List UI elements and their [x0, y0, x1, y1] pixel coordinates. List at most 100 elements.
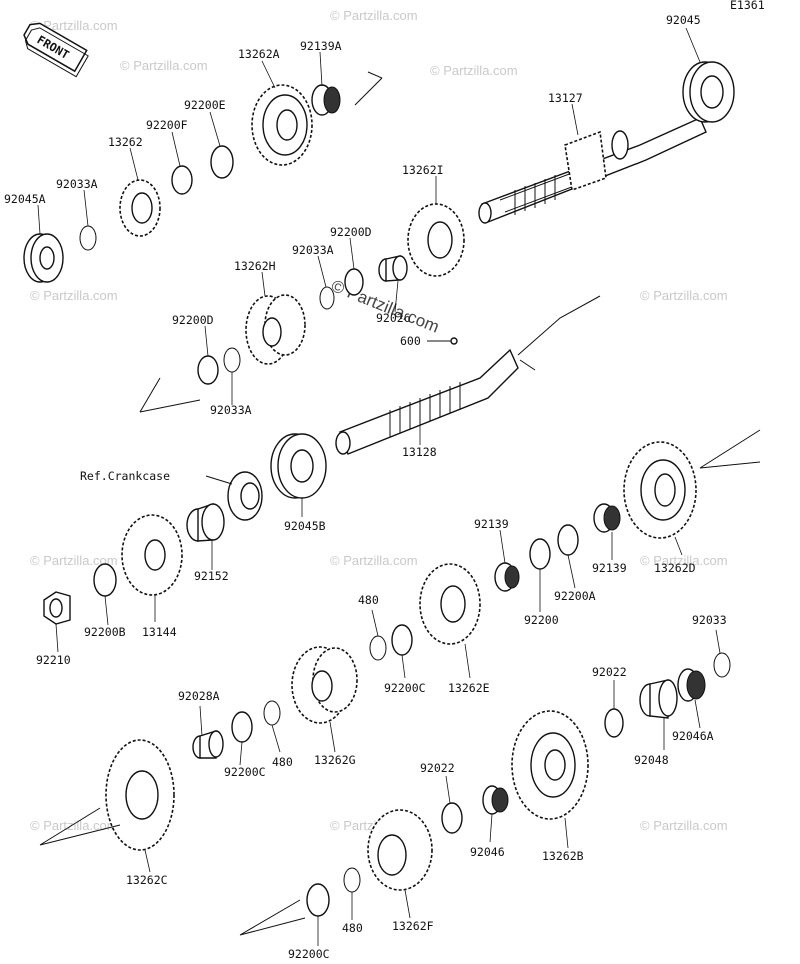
bushing-92028A [192, 730, 224, 759]
gear-13262C [39, 739, 175, 851]
label-600: 600 [400, 334, 421, 348]
label-92045B: 92045B [284, 519, 326, 533]
circlip-480 [343, 867, 361, 893]
gear-13262H [245, 294, 306, 365]
label-92200: 92200 [524, 613, 559, 627]
leader-line [239, 899, 306, 936]
label-ref-crankcase: Ref.Crankcase [80, 469, 170, 483]
label-92033A: 92033A [292, 243, 334, 257]
label-13127: 13127 [548, 91, 583, 105]
label-480: 480 [342, 921, 363, 935]
label-92022: 92022 [592, 665, 627, 679]
output-shaft-13127 [478, 117, 707, 224]
circlip-480 [369, 635, 387, 661]
sprocket-13144 [121, 514, 183, 596]
label-13262H: 13262H [234, 259, 276, 273]
label-480: 480 [272, 755, 293, 769]
leader-lines [37, 27, 721, 946]
watermark: © Partzilla.com [640, 288, 728, 303]
gear-13262G [291, 646, 358, 724]
label-92046: 92046 [470, 845, 505, 859]
label-92028A: 92028A [178, 689, 220, 703]
label-92200C: 92200C [288, 947, 330, 961]
bearing-92045 [682, 61, 735, 123]
label-13262E: 13262E [448, 681, 490, 695]
needle-bearing-92046A [677, 668, 706, 702]
needle-bearing-92046 [482, 785, 509, 815]
watermark: © Partzilla.com [30, 288, 118, 303]
label-92033: 92033 [692, 613, 727, 627]
label-13262: 13262 [108, 135, 143, 149]
watermark: © Partzilla.com [30, 818, 118, 833]
needle-bearing-92139A [311, 71, 383, 116]
label-92026: 92026 [376, 311, 411, 325]
label-92033A: 92033A [56, 177, 98, 191]
washer-92200D [197, 355, 219, 385]
label-92200C: 92200C [224, 765, 266, 779]
part-labels: 92045 13127 13262A 92139A 92200E 92200F … [4, 13, 727, 961]
washer-92200 [529, 538, 551, 570]
washer-92200C [231, 711, 253, 743]
watermark: © Partzilla.com [640, 818, 728, 833]
bearing-92045B [270, 433, 327, 499]
label-92139A: 92139A [300, 39, 342, 53]
label-92033A: 92033A [210, 403, 252, 417]
watermark: © Partzilla.com [30, 553, 118, 568]
watermark: © Partzilla.com [30, 18, 118, 33]
label-13262F: 13262F [392, 919, 434, 933]
input-shaft-13128 [335, 295, 601, 455]
needle-bearing-92139 [494, 562, 520, 592]
label-13262B: 13262B [542, 849, 584, 863]
circlip-92033A [223, 347, 241, 373]
washer-92200D [344, 268, 364, 296]
gear-13262F [367, 809, 433, 891]
washer-92200C [306, 883, 330, 917]
circlip-92033A [319, 286, 335, 310]
circlip-92033A [79, 225, 97, 251]
label-13262I: 13262I [402, 163, 444, 177]
label-92200F: 92200F [146, 118, 188, 132]
label-13144: 13144 [142, 625, 177, 639]
leader-line [139, 377, 201, 413]
label-92139: 92139 [474, 517, 509, 531]
watermark: © Partzilla.com [430, 63, 518, 78]
label-92022: 92022 [420, 761, 455, 775]
gear-13262A [251, 84, 313, 166]
washer-92200F [171, 165, 193, 195]
label-92200A: 92200A [554, 589, 596, 603]
bushing-92026 [378, 255, 408, 282]
label-92045A: 92045A [4, 192, 46, 206]
watermark: © Partzilla.com [640, 553, 728, 568]
gear-13262B [511, 710, 589, 820]
label-480: 480 [358, 593, 379, 607]
nut-92210 [43, 591, 71, 625]
label-92045: 92045 [666, 13, 701, 27]
label-92152: 92152 [194, 569, 229, 583]
circlip-92033 [713, 652, 731, 678]
gear-13262D [623, 429, 761, 539]
label-92210: 92210 [36, 653, 71, 667]
label-92200D: 92200D [172, 313, 214, 327]
collar-92152 [186, 503, 225, 542]
washer-92022 [441, 802, 463, 834]
washer-92200A [557, 524, 579, 556]
needle-bearing-92139 [593, 503, 621, 533]
gear-13262 [119, 179, 161, 237]
label-92200E: 92200E [184, 98, 226, 112]
label-13262A: 13262A [238, 47, 280, 61]
diagram-code: E1361 [730, 0, 765, 12]
label-13262G: 13262G [314, 753, 356, 767]
label-92048: 92048 [634, 753, 669, 767]
gear-13262E [419, 563, 481, 645]
washer-92200C [391, 624, 413, 656]
label-13128: 13128 [402, 445, 437, 459]
label-92200C: 92200C [384, 681, 426, 695]
label-92046A: 92046A [672, 729, 714, 743]
gear-13262I [407, 203, 465, 277]
bearing-92045A [23, 233, 64, 283]
watermark: © Partzilla.com [330, 553, 418, 568]
washer-92022 [604, 708, 624, 738]
circlip-480 [263, 700, 281, 726]
label-92139: 92139 [592, 561, 627, 575]
